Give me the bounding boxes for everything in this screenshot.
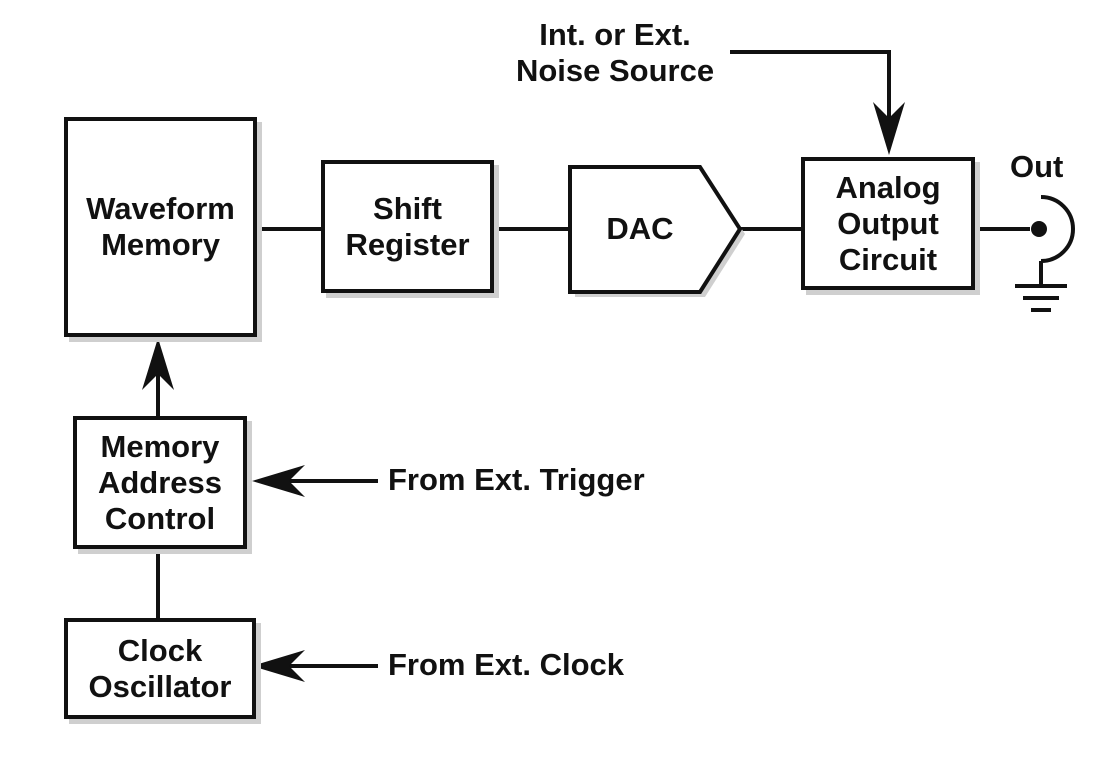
dac-body — [568, 165, 743, 294]
clock-oscillator-block: Clock Oscillator — [64, 618, 256, 719]
out-label: Out — [1010, 149, 1064, 184]
shift-register-label: Shift Register — [345, 190, 470, 262]
memory-address-control-label: Memory Address Control — [97, 428, 223, 536]
shift-register-block: Shift Register — [321, 160, 494, 293]
waveform-memory-label: Waveform Memory — [86, 191, 235, 262]
noise-source-label: Int. or Ext. Noise Source — [515, 17, 715, 88]
arrowhead-ext-clock — [252, 650, 305, 682]
waveform-memory-block: Waveform Memory — [64, 117, 257, 337]
clock-oscillator-label: Clock Oscillator — [88, 632, 232, 704]
analog-output-circuit-label: Analog Output Circuit — [835, 169, 941, 277]
ext-clock-label: From Ext. Clock — [388, 647, 624, 682]
memory-address-control-block: Memory Address Control — [73, 416, 247, 549]
ext-trigger-label: From Ext. Trigger — [388, 462, 645, 497]
arrowhead-address-to-memory — [142, 338, 174, 390]
dac-label: DAC — [606, 211, 674, 246]
analog-output-circuit-block: Analog Output Circuit — [801, 157, 975, 290]
arrowhead-noise-source — [873, 102, 905, 155]
arrowhead-ext-trigger — [252, 465, 305, 497]
output-connector-icon — [1031, 195, 1075, 284]
arrow-noise-source — [730, 50, 891, 140]
ground-icon — [1015, 284, 1067, 312]
